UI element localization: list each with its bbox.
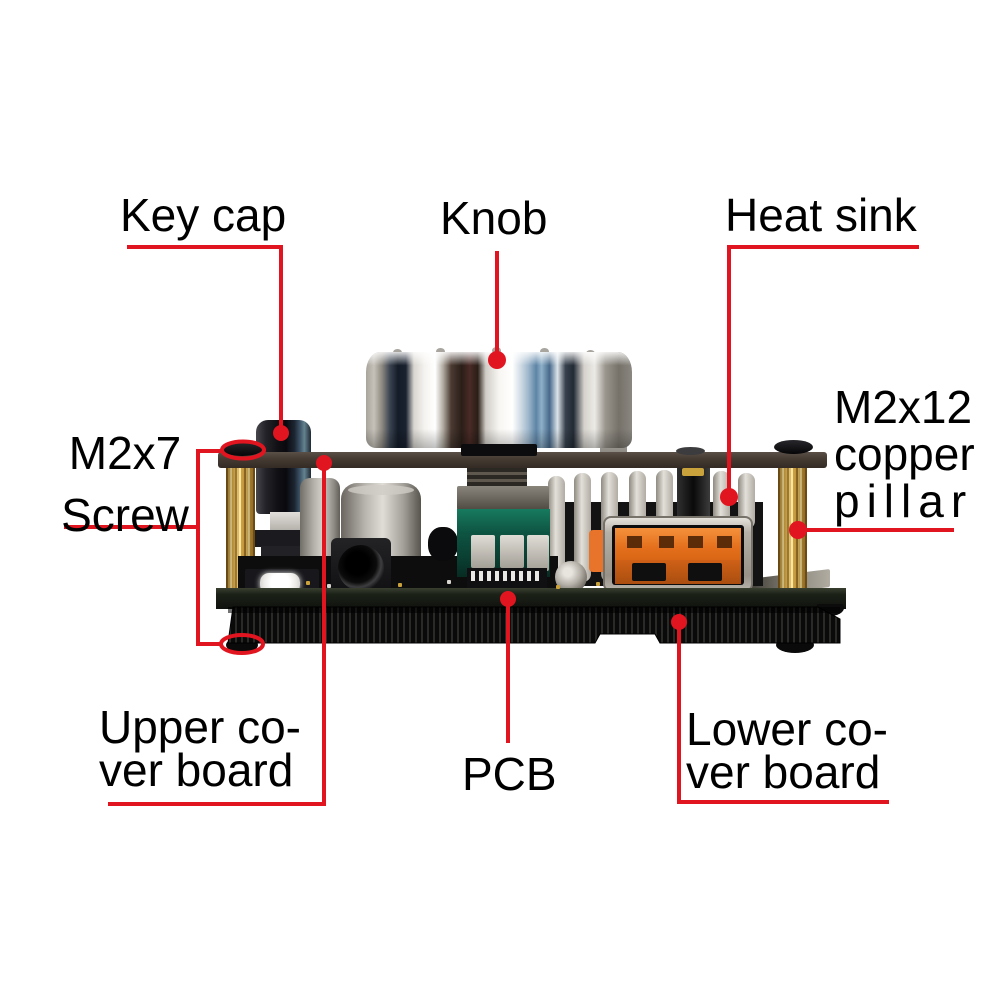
pcb-screw	[555, 561, 587, 593]
smd-speck	[398, 583, 402, 587]
label-knob-line: Knob	[440, 192, 548, 244]
small-black-component	[428, 527, 458, 561]
knob-set-screw	[540, 348, 549, 355]
pcb-part	[216, 588, 846, 609]
smd-speck	[327, 584, 331, 588]
potentiometer-leg	[471, 535, 495, 568]
circle-screw-top	[220, 439, 266, 461]
knob-collar	[461, 444, 537, 456]
dot-heat-sink	[720, 488, 738, 506]
label-upper-cover-line1: Upper co-	[99, 701, 301, 753]
heat-sink-fin	[574, 473, 591, 582]
label-upper-cover-line2: ver board	[99, 744, 294, 796]
potentiometer-leg	[527, 535, 549, 571]
smd-speck	[447, 580, 451, 584]
knob-set-screw	[436, 348, 445, 355]
heat-sink-fin	[548, 476, 565, 582]
label-upper-cover-board: Upper co- ver board	[99, 701, 301, 796]
dot-copper-pillar	[789, 521, 807, 539]
label-lower-cover-line2: ver board	[686, 746, 881, 798]
usb-contact-slot	[627, 536, 642, 548]
dot-pcb	[500, 591, 516, 607]
label-key-cap-line: Key cap	[120, 189, 287, 241]
smd-speck	[596, 582, 600, 586]
capacitor-top-rim	[348, 485, 414, 495]
screw-middle	[676, 447, 705, 455]
tact-switch-flange	[250, 530, 316, 547]
label-lower-cover-board: Lower co- ver board	[686, 703, 888, 798]
label-m2x7-line2: Screw	[61, 489, 189, 541]
label-lower-cover-line1: Lower co-	[686, 703, 888, 755]
label-pcb-line: PCB	[462, 748, 557, 800]
potentiometer-frame	[457, 486, 549, 510]
label-m2x12-copper-pillar: M2x12 copper pillar	[834, 384, 975, 525]
label-knob: Knob	[440, 192, 548, 244]
upper-cover-board-part	[218, 452, 827, 468]
usb-spring	[688, 563, 722, 581]
label-heat-sink-line: Heat sink	[725, 189, 917, 241]
leader-upper-cover	[108, 466, 326, 806]
dot-lower-cover	[671, 614, 687, 630]
label-pcb: PCB	[462, 748, 557, 800]
smd-speck	[556, 585, 560, 589]
usb-contact-slot	[717, 536, 732, 548]
label-key-cap: Key cap	[120, 189, 287, 241]
potentiometer-leg	[500, 535, 524, 568]
usb-contact-slot	[659, 536, 674, 548]
dot-knob	[488, 351, 506, 369]
label-m2x12-line3: pillar	[834, 475, 974, 527]
leader-lower-cover	[677, 626, 889, 804]
label-m2x7-line1: M2x7	[68, 427, 182, 479]
label-m2x12-line1: M2x12	[834, 381, 973, 433]
usb-contact-slot	[688, 536, 703, 548]
leader-key-cap	[127, 245, 283, 431]
screw-right	[774, 440, 813, 454]
label-m2x12-line2: copper	[834, 428, 975, 480]
lower-cover-top-edge	[228, 607, 840, 613]
lower-cover-board-part	[226, 604, 844, 653]
heat-sink-fin	[738, 473, 755, 529]
smd-ic-pins	[471, 571, 543, 581]
dot-key-cap	[273, 425, 289, 441]
usb-spring	[632, 563, 666, 581]
label-heat-sink: Heat sink	[725, 189, 917, 241]
usb-orange-tab	[589, 530, 605, 572]
leader-heat-sink	[727, 245, 919, 495]
dot-upper-cover	[316, 455, 332, 471]
gold-screw-top	[682, 468, 704, 476]
circle-screw-bottom	[219, 633, 265, 655]
smd-speck	[306, 581, 310, 585]
dc-jack-bore	[338, 545, 384, 591]
leader-m2x7-bracket	[196, 449, 221, 646]
label-m2x7-screw: M2x7 Screw	[40, 422, 210, 546]
